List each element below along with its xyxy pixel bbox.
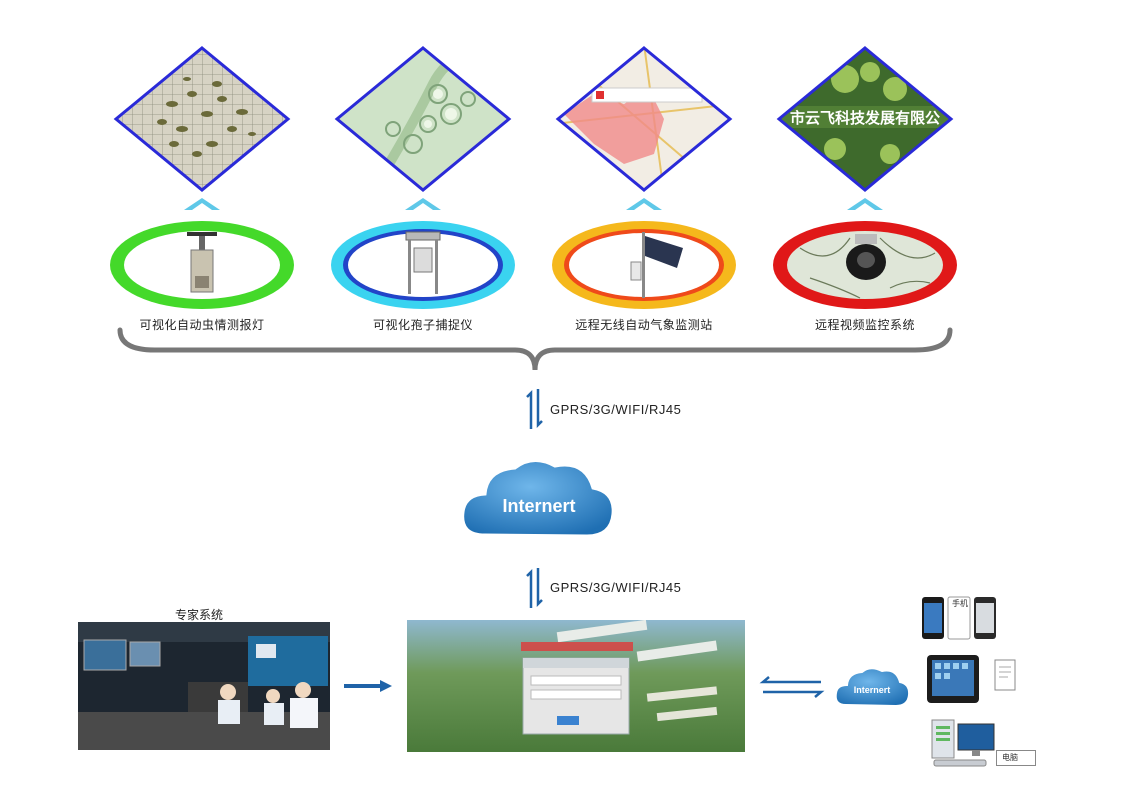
computer-caption: 电脑 [1002,753,1018,762]
up-arrow-icon [184,198,220,210]
sensor-label-video-monitoring: 远程视频监控系统 [814,318,915,332]
phone-caption: 手机 [952,599,968,608]
document-icon [994,659,1016,691]
protocol-label-top: GPRS/3G/WIFI/RJ45 [550,402,682,417]
weather-station-ring [549,218,739,312]
up-arrow-icon [626,198,662,210]
sensor-label-weather-station: 远程无线自动气象监测站 [575,318,713,332]
platform-login-screenshot [407,620,745,752]
tablet-icon [927,655,979,703]
sensor-label-insect-lamp: 可视化自动虫情测报灯 [139,318,265,332]
bidirectional-horizontal-arrow-icon [759,676,825,698]
right-arrow-icon [344,680,392,692]
computer-caption-box [996,750,1036,766]
up-arrow-icon [847,198,883,210]
sensor-label-spore-trap: 可视化孢子捕捉仪 [372,318,473,332]
camera-ring [770,218,960,312]
spore-trap-ring [328,218,518,312]
protocol-label-bottom: GPRS/3G/WIFI/RJ45 [550,580,682,595]
orchard-diamond: 市云飞科技发展有限公 [775,44,955,194]
bidirectional-arrow-icon [526,389,543,429]
up-arrow-icon [405,198,441,210]
bidirectional-arrow-icon [526,568,543,608]
grouping-brace [117,327,953,371]
smartphones-icon [922,596,996,640]
insect-lamp-ring [107,218,297,312]
internet-cloud-icon: Internert [461,459,615,538]
cloud-main-label: Internert [502,496,575,516]
expert-control-room-photo [78,622,330,750]
map-diamond [554,44,734,194]
spore-photo-diamond [333,44,513,194]
insect-photo-diamond [112,44,292,194]
expert-system-label: 专家系统 [175,608,224,622]
cloud-small-label: Internert [854,685,891,695]
internet-cloud-small-icon: Internert [834,667,911,708]
orchard-caption: 市云飞科技发展有限公 [790,109,940,127]
desktop-computer-icon [931,719,995,767]
